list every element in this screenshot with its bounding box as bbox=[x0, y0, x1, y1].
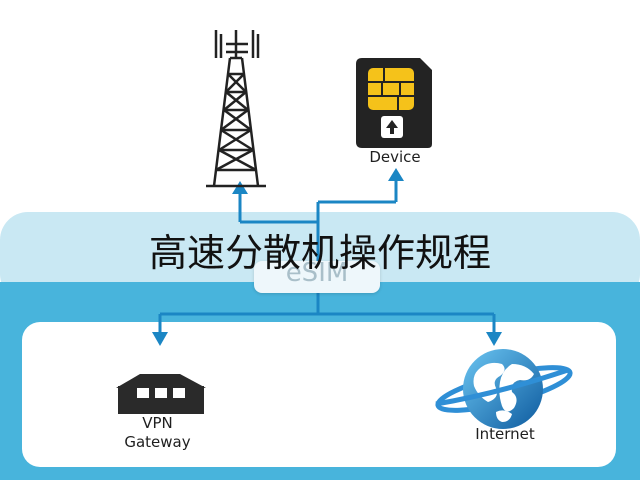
overlay-title: 高速分散机操作规程 bbox=[148, 231, 491, 275]
vpn-gateway-label: VPN Gateway bbox=[100, 414, 215, 452]
bottom-connectors bbox=[158, 292, 496, 334]
top-connectors bbox=[238, 178, 398, 262]
inner-panel bbox=[22, 322, 616, 467]
arrow-up-tower bbox=[232, 181, 248, 194]
esim-badge bbox=[254, 261, 380, 293]
esim-label: eSIM bbox=[285, 258, 349, 288]
arrow-down-gateway bbox=[152, 332, 168, 346]
sim-card-icon bbox=[356, 58, 432, 148]
vpn-label-line2: Gateway bbox=[124, 433, 191, 451]
light-band bbox=[0, 212, 640, 302]
arrow-up-device bbox=[388, 168, 404, 181]
arrow-down-internet bbox=[486, 332, 502, 346]
cell-tower-icon bbox=[206, 30, 266, 188]
globe-icon bbox=[435, 349, 573, 429]
device-label: Device bbox=[369, 148, 421, 166]
internet-label: Internet bbox=[475, 425, 535, 443]
vpn-label-line1: VPN bbox=[142, 414, 173, 432]
warehouse-icon bbox=[116, 374, 206, 414]
